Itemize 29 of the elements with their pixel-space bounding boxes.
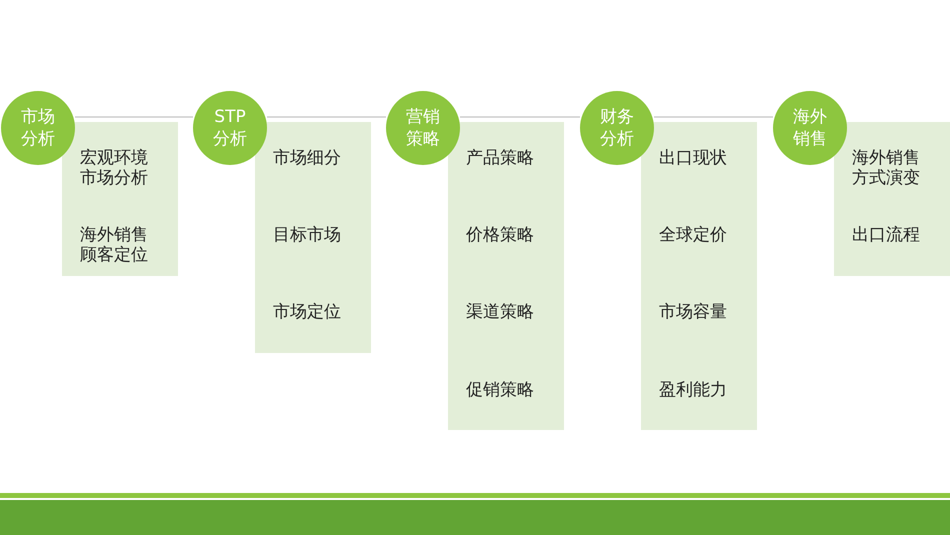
topic-text: 价格策略 (466, 225, 535, 245)
connector-line (654, 116, 774, 118)
topic-panel (641, 122, 757, 430)
step-circle: 财务分析 (580, 91, 654, 165)
step-circle: STP分析 (193, 91, 267, 165)
topic-text: 市场容量 (659, 302, 728, 322)
step-circle: 市场分析 (1, 91, 75, 165)
connector-line (266, 116, 386, 118)
topic-text: 海外销售方式演变 (852, 148, 921, 188)
topic-text: 出口现状 (659, 148, 728, 168)
connector-line (460, 116, 580, 118)
topic-text: 市场细分 (273, 148, 342, 168)
step-circle: 海外销售 (773, 91, 847, 165)
topic-text: 市场定位 (273, 302, 342, 322)
topic-text: 促销策略 (466, 380, 535, 400)
topic-text: 全球定价 (659, 225, 728, 245)
step-circle: 营销策略 (386, 91, 460, 165)
topic-panel (62, 122, 178, 276)
topic-panel (448, 122, 564, 430)
topic-text: 盈利能力 (659, 380, 728, 400)
topic-text: 目标市场 (273, 225, 342, 245)
connector-line (74, 116, 194, 118)
topic-text: 海外销售顾客定位 (80, 225, 149, 265)
topic-text: 产品策略 (466, 148, 535, 168)
topic-panel (255, 122, 371, 353)
topic-text: 宏观环境市场分析 (80, 148, 149, 188)
topic-text: 渠道策略 (466, 302, 535, 322)
topic-panel (834, 122, 950, 276)
topic-text: 出口流程 (852, 225, 921, 245)
